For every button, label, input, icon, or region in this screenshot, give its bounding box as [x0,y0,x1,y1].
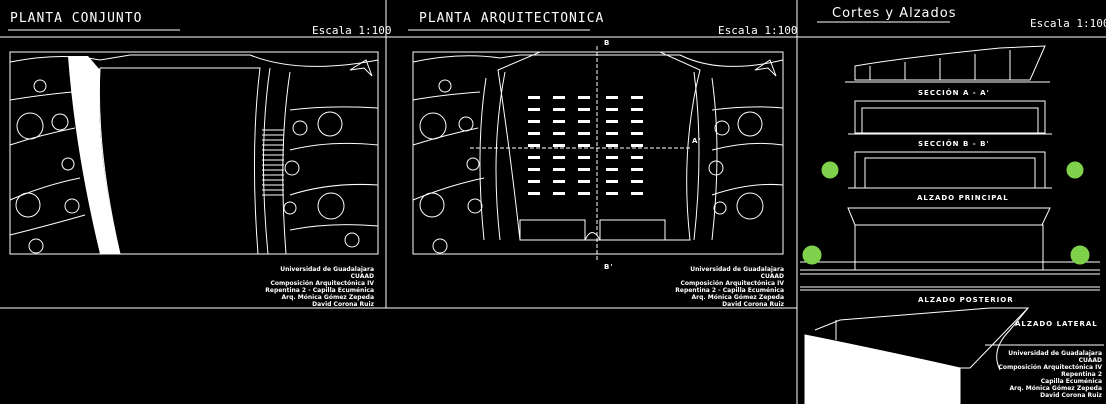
planta-conjunto-plan [9,51,379,255]
planta-arquitectonica-plan [412,46,784,262]
cortes-scale: Escala 1:100 [1030,17,1106,30]
cortes-title: Cortes y Alzados [832,6,957,21]
planta-arquitectonica-scale: Escala 1:100 [718,24,798,37]
planta-arquitectonica-title: PLANTA ARQUITECTONICA [419,11,605,26]
cortes-alzados-drawings [800,45,1104,404]
seccion-a-label: SECCIÓN A - A' [918,89,990,97]
alzado-principal-label: ALZADO PRINCIPAL [917,194,1009,202]
tree-icons [802,161,1090,265]
alzado-lateral-label: ALZADO LATERAL [1015,320,1098,328]
section-marker-b-bottom: B' [604,263,614,271]
planta-conjunto-scale: Escala 1:100 [312,24,392,37]
seccion-b-label: SECCIÓN B - B' [918,140,990,148]
pews [528,96,643,195]
planta-conjunto-title: PLANTA CONJUNTO [10,11,143,26]
alzado-posterior-label: ALZADO POSTERIOR [918,296,1014,304]
section-marker-a: A' [692,137,702,145]
section-marker-b-top: B [604,39,611,47]
